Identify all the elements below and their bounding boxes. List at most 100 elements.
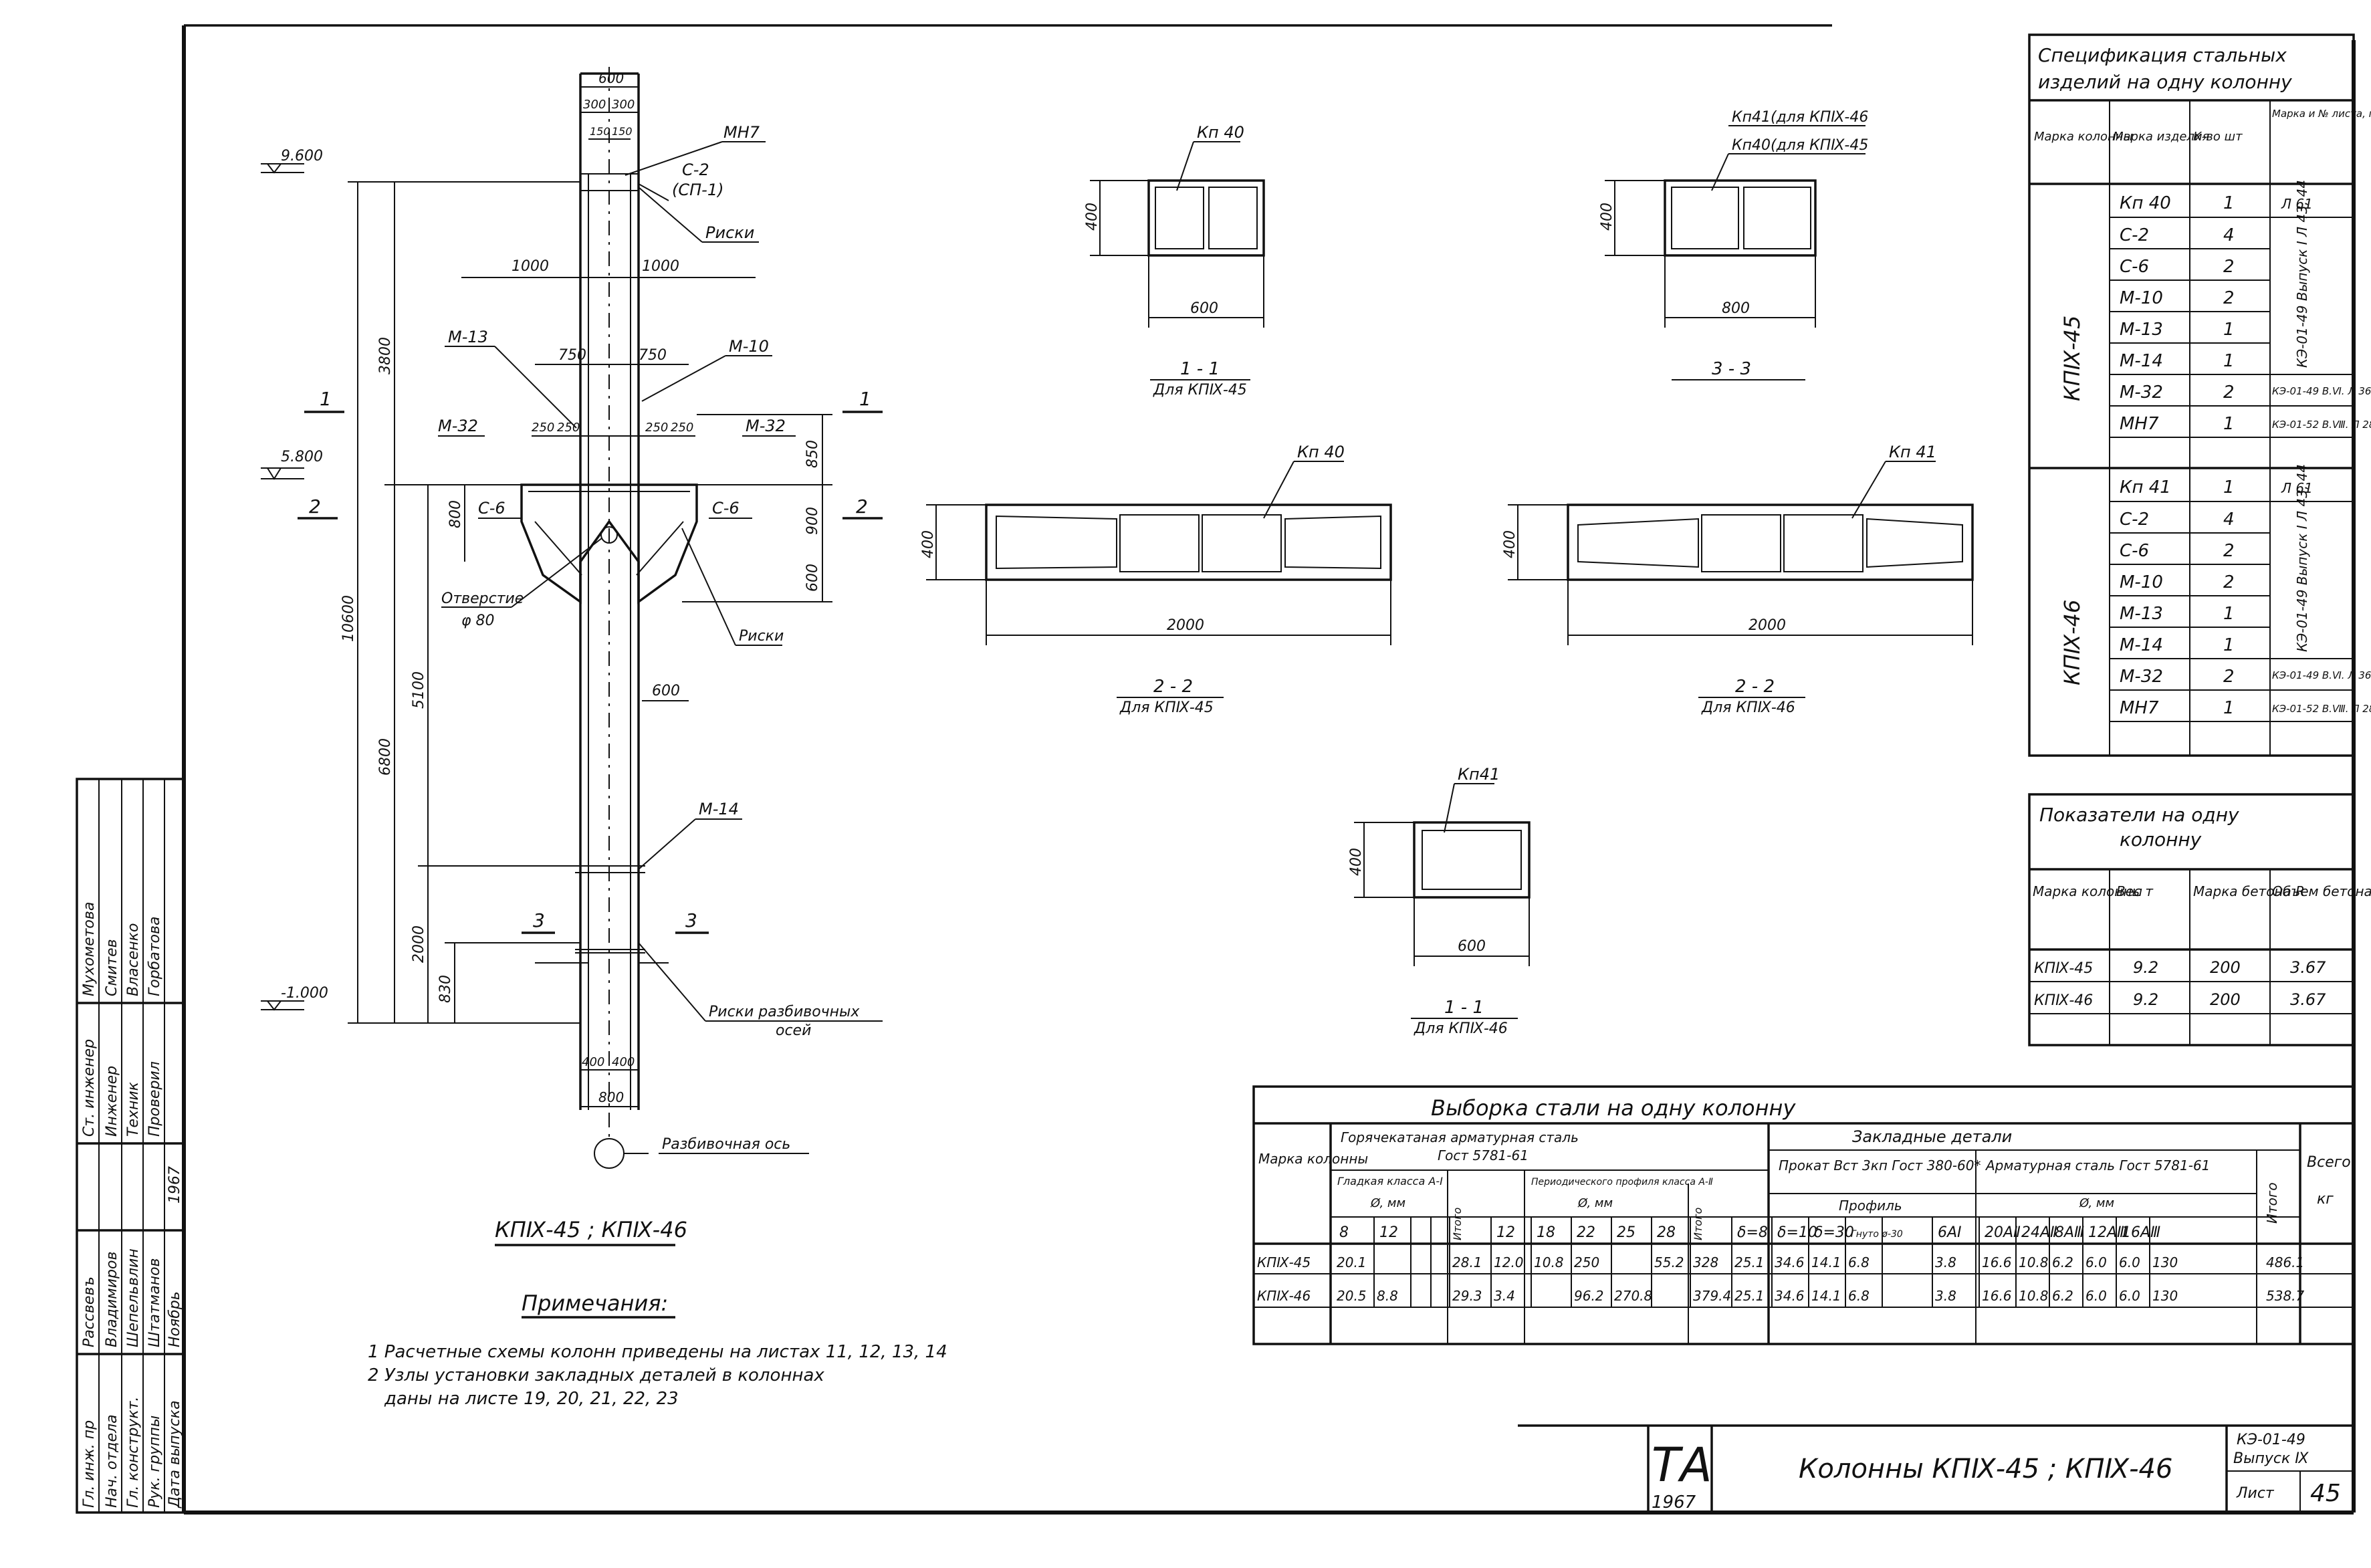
section-2-2-kp46: 400 2000 Кп 41 2 - 2 Для КПⅨ-46	[1502, 443, 1974, 716]
indicators-r1-concrete: 200	[2210, 958, 2241, 977]
indicators-r2-volume: 3.67	[2290, 990, 2326, 1009]
spec-g1-r6-item: М-14	[2120, 351, 2163, 371]
dim-600-right2: 600	[652, 683, 680, 699]
steel-cell: 130	[2152, 1254, 2178, 1270]
spec-g2-r6-item: М-14	[2120, 635, 2163, 655]
callout-riski-axes-1: Риски разбивочных	[709, 1004, 860, 1020]
steel-h-hot-gost: Гост 5781-61	[1438, 1147, 1529, 1163]
indicators-title-1: Показатели на одну	[2039, 804, 2239, 826]
callout-m32-right: М-32	[746, 417, 786, 435]
steel-cell: 538.7	[2266, 1288, 2305, 1304]
steel-cell: 6.2	[2052, 1254, 2073, 1270]
s22b-title: 2 - 2	[1735, 677, 1775, 697]
spec-g1-column: КПⅨ-45	[2059, 316, 2085, 401]
s33-height: 400	[1599, 203, 1615, 231]
sidebar-role2-4: Проверил	[146, 1061, 163, 1137]
steel-subcol-8: 25	[1617, 1224, 1635, 1241]
spec-g1-ref-4: КЭ-01-52 В.Ⅷ. Л 28	[2272, 419, 2371, 431]
s33-mark-1: Кп41(для КПⅨ-46	[1732, 109, 1868, 126]
spec-group-1: КПⅨ-45 Кп 40 1 С-2 4 С-6 2 М-10 2 М-13 1…	[2029, 180, 2371, 469]
console-dimensions: 1000 1000 750 750 250 250 250 250 400 40…	[461, 258, 756, 1107]
stamp-sheet-number: 45	[2310, 1480, 2341, 1507]
sidebar-name2-2: Смитев	[104, 939, 120, 996]
callout-m14: М-14	[699, 800, 739, 818]
dim-3800: 3800	[377, 337, 394, 374]
spec-group-2: КПⅨ-46 Кп 41 1 С-2 4 С-6 2 М-10 2 М-13 1…	[2059, 464, 2371, 722]
callout-c2b: (СП-1)	[672, 181, 723, 199]
spec-g2-column: КПⅨ-46	[2059, 600, 2085, 685]
steel-title: Выборка стали на одну колонну	[1431, 1095, 1796, 1121]
sidebar-role-4: Рук. группы	[146, 1416, 163, 1508]
s11b-width: 600	[1458, 938, 1486, 955]
s11b-subtitle: Для КПⅨ-46	[1414, 1020, 1508, 1037]
steel-row-mark: КПⅨ-45	[1257, 1254, 1311, 1270]
spec-g1-r7-qty: 2	[2223, 382, 2235, 403]
spec-g1-r4-item: М-10	[2120, 288, 2163, 308]
s11b-height: 400	[1348, 848, 1365, 876]
steel-h-smooth: Гладкая класса А-Ⅰ	[1337, 1175, 1443, 1188]
stamp-logo: ТА	[1652, 1438, 1712, 1492]
spec-g1-r5-item: М-13	[2120, 320, 2163, 340]
dim-750-right: 750	[639, 347, 667, 364]
callout-axis: Разбивочная ось	[662, 1136, 790, 1153]
level-9600: 9.600	[281, 148, 323, 164]
steel-cell: 250	[1574, 1254, 1599, 1270]
spec-g1-r7-item: М-32	[2120, 382, 2163, 403]
notes-line-3: даны на листе 19, 20, 21, 22, 23	[384, 1389, 679, 1409]
steel-h-itogo-3: Итого	[2264, 1182, 2280, 1224]
dim-600-right: 600	[804, 564, 821, 592]
steel-cell: 14.1	[1811, 1254, 1841, 1270]
s22a-mark: Кп 40	[1297, 443, 1345, 461]
callout-riski-1: Риски	[705, 223, 754, 242]
dim-1000-right: 1000	[642, 258, 679, 275]
steel-h-itogo-2: Итого	[1692, 1208, 1704, 1240]
sidebar-role-1: Гл. инж. пр	[81, 1420, 98, 1508]
s11b-mark: Кп41	[1458, 765, 1500, 784]
indicators-r2-weight: 9.2	[2133, 990, 2158, 1009]
steel-cell: 3.4	[1494, 1288, 1515, 1304]
dim-150-b: 150	[612, 125, 633, 138]
steel-cell: 8.8	[1377, 1288, 1398, 1304]
section-3-3: 400 800 Кп41(для КПⅨ-46 Кп40(для КПⅨ-45 …	[1599, 109, 1868, 380]
section-1-1-kp46: 400 600 Кп41 1 - 1 Для КПⅨ-46	[1348, 765, 1531, 1037]
stamp-sheet-label: Лист	[2236, 1485, 2275, 1502]
callout-m10: М-10	[729, 337, 769, 356]
section-2-right: 2	[856, 495, 868, 518]
spec-g1-r1-item: Кп 40	[2120, 193, 2171, 213]
sidebar-name-2: Владимиров	[104, 1252, 120, 1347]
s22b-height: 400	[1502, 530, 1518, 558]
indicators-r1-col: КПⅨ-45	[2034, 960, 2093, 977]
spec-g2-r7-item: М-32	[2120, 667, 2163, 687]
steel-cell: 3.8	[1935, 1288, 1956, 1304]
spec-g1-r4-qty: 2	[2223, 288, 2235, 308]
steel-h-embedded: Закладные детали	[1852, 1127, 2012, 1146]
steel-row-mark: КПⅨ-46	[1257, 1288, 1311, 1304]
steel-cell: 328	[1693, 1254, 1718, 1270]
steel-cell: 16.6	[1982, 1254, 2012, 1270]
sidebar-role-5: Дата выпуска	[166, 1400, 183, 1508]
steel-cell: 12.0	[1494, 1254, 1524, 1270]
s33-width: 800	[1722, 300, 1750, 317]
stamp-issue: Выпуск Ⅸ	[2233, 1450, 2309, 1467]
level-minus-1000: -1.000	[281, 985, 328, 1002]
spec-g2-r7-qty: 2	[2223, 667, 2235, 687]
indicators-r2-col: КПⅨ-46	[2034, 992, 2093, 1009]
sidebar-name-1: Рассвевъ	[81, 1276, 98, 1347]
indicators-r1-volume: 3.67	[2290, 958, 2326, 977]
s11a-width: 600	[1190, 300, 1218, 317]
s33-title: 3 - 3	[1712, 359, 1751, 379]
sidebar-role-3: Гл. конструкт.	[125, 1397, 142, 1508]
steel-cell: 29.3	[1452, 1288, 1482, 1304]
sidebar-year: 1967	[166, 1166, 183, 1204]
steel-subcol-7: 22	[1577, 1224, 1595, 1241]
steel-subcol-20: 12АⅢ	[2088, 1224, 2127, 1241]
dim-830: 830	[437, 975, 454, 1003]
stamp-title: Колонны КПⅨ-45 ; КПⅨ-46	[1799, 1454, 2172, 1484]
s22a-title: 2 - 2	[1153, 677, 1193, 697]
dim-1000-left: 1000	[512, 258, 549, 275]
spec-g2-r2-item: С-2	[2120, 510, 2149, 530]
spec-g2-ref-1: Л 61	[2281, 480, 2313, 496]
sidebar-name2-1: Мухометова	[81, 902, 98, 996]
spec-g2-r3-qty: 2	[2223, 541, 2235, 561]
